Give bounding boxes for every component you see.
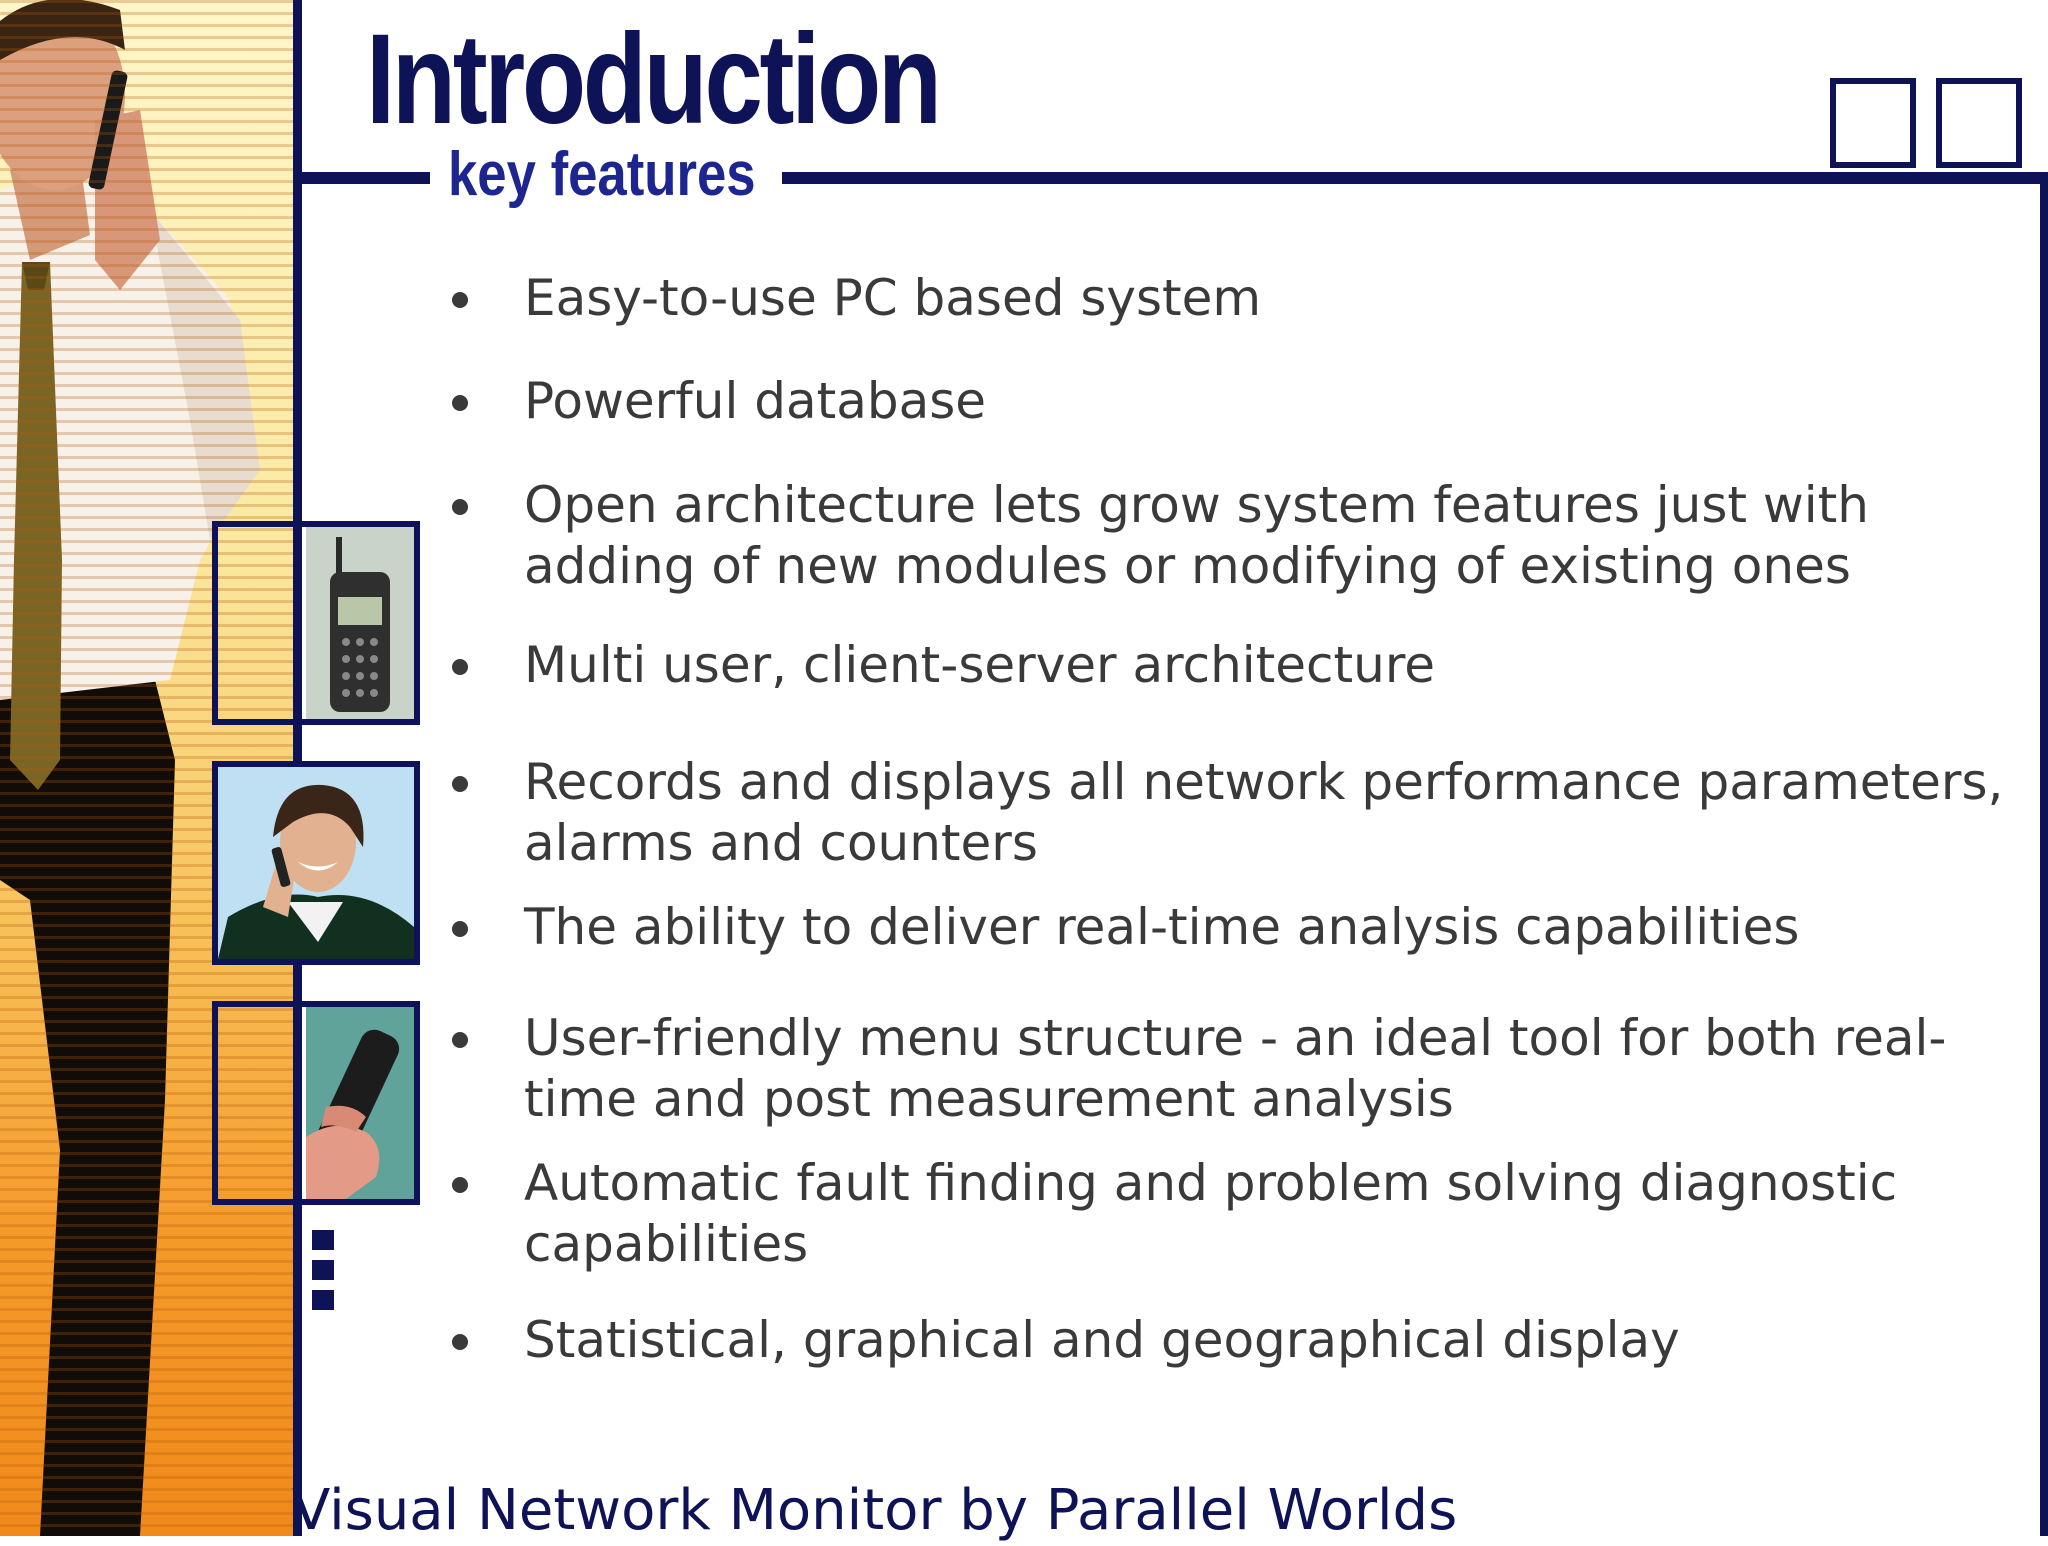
bullet-icon	[452, 776, 468, 792]
bullet-icon	[452, 1032, 468, 1048]
decorative-square	[312, 1230, 334, 1250]
list-item: Easy-to-use PC based system	[440, 268, 2024, 329]
woman-on-phone-photo-frame	[212, 761, 420, 965]
mobile-phone-photo	[306, 527, 414, 719]
list-item: Multi user, client-server architecture	[440, 635, 2024, 696]
header-decorative-box	[1830, 78, 1916, 168]
right-border	[2040, 172, 2048, 1536]
header-rule-right	[782, 172, 2048, 184]
bullet-icon	[452, 1334, 468, 1350]
frame-window	[218, 527, 304, 719]
bullet-icon	[452, 1177, 468, 1193]
bullet-icon	[452, 292, 468, 308]
footer-text: Visual Network Monitor by Parallel World…	[292, 1478, 1458, 1543]
list-item: Automatic fault finding and problem solv…	[440, 1153, 2024, 1275]
slide-title: Introduction	[366, 8, 942, 151]
list-item-text: Open architecture lets grow system featu…	[524, 476, 1869, 595]
list-item: User-friendly menu structure - an ideal …	[440, 1008, 2024, 1130]
list-item-text: Easy-to-use PC based system	[524, 269, 1262, 327]
hand-phone-photo-frame	[212, 1001, 420, 1205]
frame-window	[218, 1007, 304, 1199]
list-item-text: Powerful database	[524, 372, 987, 430]
hand-holding-phone-photo	[306, 1007, 414, 1199]
bullet-icon	[452, 499, 468, 515]
bullet-icon	[452, 659, 468, 675]
list-item-text: Automatic fault finding and problem solv…	[524, 1154, 1898, 1273]
list-item: Records and displays all network perform…	[440, 752, 2024, 874]
bullet-icon	[452, 921, 468, 937]
decorative-square	[312, 1260, 334, 1280]
businessman-photo	[0, 0, 260, 1536]
mobile-phone-photo-frame	[212, 521, 420, 725]
list-item: Open architecture lets grow system featu…	[440, 475, 2024, 597]
header-decorative-box	[1936, 78, 2022, 168]
bullet-icon	[452, 395, 468, 411]
list-item: The ability to deliver real-time analysi…	[440, 897, 2024, 958]
list-item: Powerful database	[440, 371, 2024, 432]
list-item: Statistical, graphical and geographical …	[440, 1310, 2024, 1371]
decorative-square	[312, 1290, 334, 1310]
woman-on-phone-photo	[218, 767, 414, 959]
header-rule-left	[302, 172, 430, 184]
list-item-text: The ability to deliver real-time analysi…	[524, 898, 1800, 956]
list-item-text: User-friendly menu structure - an ideal …	[524, 1009, 1947, 1128]
slide-subtitle: key features	[448, 140, 756, 209]
list-item-text: Multi user, client-server architecture	[524, 636, 1436, 694]
list-item-text: Statistical, graphical and geographical …	[524, 1311, 1680, 1369]
list-item-text: Records and displays all network perform…	[524, 753, 2004, 872]
